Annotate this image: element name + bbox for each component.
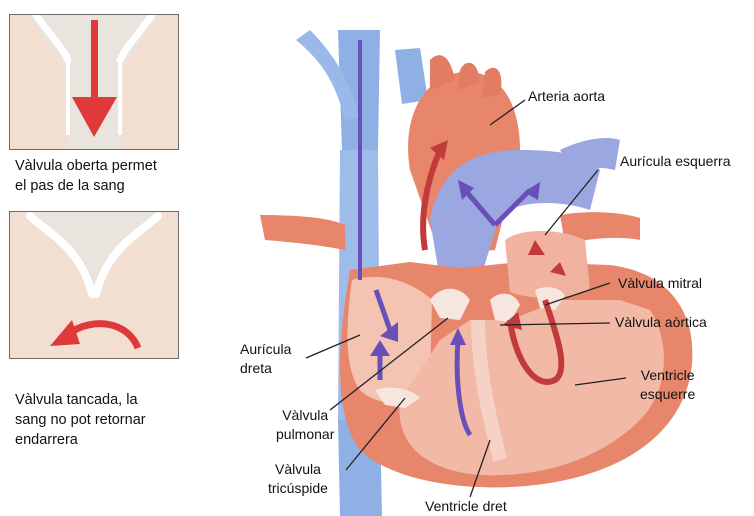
label-right-ventricle: Ventricle dret — [425, 497, 507, 516]
label-text: pulmonar — [276, 425, 334, 444]
label-text: tricúspide — [268, 479, 328, 498]
label-pulmonary-valve: Vàlvula pulmonar — [276, 406, 334, 444]
label-text: dreta — [240, 359, 291, 378]
label-text: Aurícula — [240, 340, 291, 359]
label-left-ventricle: Ventricle esquerre — [640, 366, 695, 404]
right-pulmonary-vein — [260, 215, 345, 250]
label-left-atrium: Aurícula esquerra — [620, 152, 731, 171]
label-text: Ventricle — [640, 366, 695, 385]
label-tricuspid-valve: Vàlvula tricúspide — [268, 460, 328, 498]
label-text: Vàlvula — [268, 460, 328, 479]
label-right-atrium: Aurícula dreta — [240, 340, 291, 378]
label-aortic-valve: Vàlvula aòrtica — [615, 313, 707, 332]
label-text: Vàlvula — [276, 406, 334, 425]
label-text: Ventricle dret — [425, 497, 507, 516]
label-text: esquerre — [640, 385, 695, 404]
label-text: Vàlvula mitral — [618, 274, 702, 293]
label-aorta: Arteria aorta — [528, 87, 605, 106]
label-mitral-valve: Vàlvula mitral — [618, 274, 702, 293]
label-text: Aurícula esquerra — [620, 152, 731, 171]
label-text: Vàlvula aòrtica — [615, 313, 707, 332]
label-text: Arteria aorta — [528, 87, 605, 106]
